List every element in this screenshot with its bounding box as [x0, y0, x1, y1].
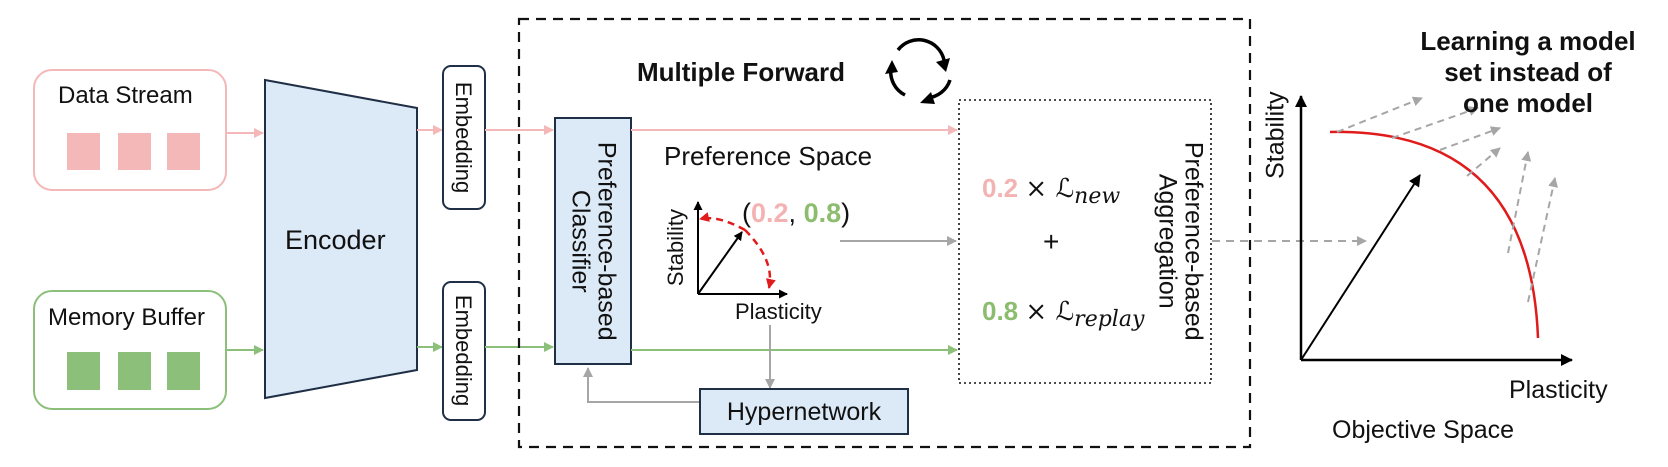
- memory-buffer-label: Memory Buffer: [48, 304, 205, 331]
- cycle-arrows-icon: [888, 38, 952, 100]
- objective-space-title: Objective Space: [1332, 416, 1515, 444]
- model-set-caption-line1: Learning a model: [1420, 26, 1636, 56]
- aggregation-label-line1: Preference-based: [1179, 141, 1208, 341]
- loss-replay-subscript: replay: [1074, 307, 1145, 333]
- multiple-forward-label: Multiple Forward: [637, 57, 845, 87]
- preference-value-replay: 0.8: [803, 198, 842, 228]
- tuple-open-paren: (: [742, 198, 751, 228]
- pareto-front-curve: [1329, 130, 1540, 339]
- aggregation-box: [958, 99, 1212, 384]
- multiple-forward-frame: [517, 17, 1252, 449]
- loss-new-term: 0.2 × ℒnew: [982, 175, 1120, 208]
- aggregation-label: Preference-based Aggregation: [1145, 110, 1215, 372]
- hypernetwork-to-classifier-arrow: [583, 367, 700, 403]
- data-stream-token: [118, 133, 151, 170]
- coef-new: 0.2: [982, 173, 1019, 203]
- model-set-arrows: [1336, 96, 1558, 303]
- aggregation-plus: +: [1043, 226, 1060, 257]
- memory-buffer-token: [118, 352, 151, 390]
- preference-value-new: 0.2: [751, 198, 789, 228]
- model-set-caption-line3: one model: [1462, 88, 1593, 119]
- preference-space-title: Preference Space: [664, 141, 873, 171]
- classifier-label-line1: Preference-based: [592, 141, 621, 341]
- objective-vector: [1300, 174, 1421, 361]
- pref-space-dashed-curve: [744, 229, 776, 289]
- loss-replay-symbol: × ℒ: [1025, 297, 1075, 327]
- memory-buffer-token: [167, 352, 200, 390]
- pref-space-vector: [697, 231, 743, 295]
- embedding-top-box: [442, 65, 486, 210]
- tuple-comma: ,: [788, 198, 804, 228]
- embedding-bottom-box: [442, 281, 486, 421]
- pref-space-dashed-curve: [699, 212, 746, 232]
- pref-space-x-label: Plasticity: [735, 299, 822, 324]
- coef-replay: 0.8: [982, 296, 1019, 326]
- data-stream-token: [67, 133, 100, 170]
- memory-buffer-token: [67, 352, 100, 390]
- model-set-caption: Learning a model set instead of one mode…: [1388, 26, 1668, 120]
- pref-space-y-label: Stability: [663, 209, 689, 287]
- classifier-label-line2: Classifier: [566, 189, 595, 293]
- embedding-top-label: Embedding: [451, 81, 477, 194]
- tuple-close-paren: ): [841, 198, 851, 228]
- model-set-caption-line2: set instead of: [1444, 57, 1612, 88]
- cycle-arrowheads: [885, 58, 950, 104]
- aggregation-label-line2: Aggregation: [1153, 173, 1182, 309]
- hypernetwork-box: [699, 388, 909, 435]
- loss-replay-term: 0.8 × ℒreplay: [982, 298, 1144, 331]
- objective-x-label: Plasticity: [1509, 376, 1608, 404]
- embedding-bottom-label: Embedding: [451, 295, 477, 407]
- hypernetwork-label: Hypernetwork: [726, 398, 882, 426]
- loss-new-symbol: × ℒ: [1025, 174, 1075, 204]
- encoder-label: Encoder: [285, 225, 386, 255]
- data-stream-label: Data Stream: [58, 82, 193, 109]
- data-stream-token: [167, 133, 200, 170]
- encoder-shape: [264, 78, 418, 400]
- preference-tuple: (0.2, 0.8): [742, 200, 850, 227]
- classifier-label: Preference-based Classifier: [555, 118, 631, 364]
- objective-y-label: Stability: [1261, 91, 1290, 179]
- loss-new-subscript: new: [1074, 184, 1121, 210]
- classifier-box: [554, 117, 632, 365]
